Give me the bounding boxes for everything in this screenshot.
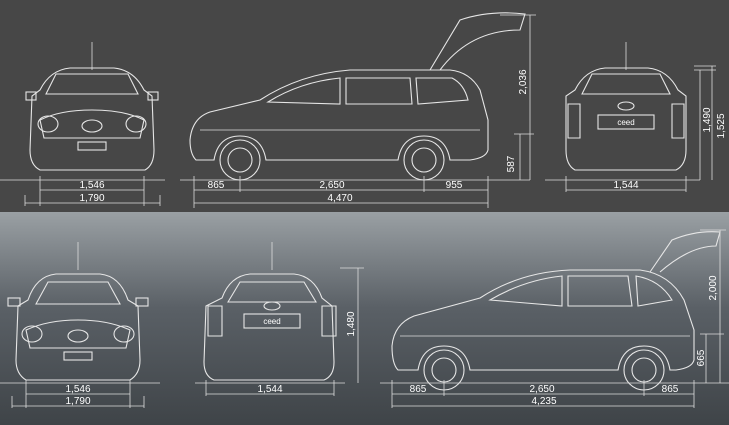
wagon-rear-overhang: 955 bbox=[446, 180, 463, 191]
hatch-rear-dimensions bbox=[195, 267, 364, 396]
hatch-front-dimensions bbox=[0, 380, 160, 408]
wagon-rear-badge: ceed bbox=[617, 118, 634, 127]
hatch-wheelbase: 2,650 bbox=[529, 384, 554, 395]
hatch-ground-height: 665 bbox=[696, 349, 707, 366]
hatch-rear-height: 1,480 bbox=[346, 311, 357, 336]
wagon-front-track: 1,546 bbox=[79, 180, 104, 191]
wagon-side-dimensions bbox=[180, 14, 536, 208]
hatch-front-overhang: 865 bbox=[410, 384, 427, 395]
hatch-rear-view bbox=[203, 242, 337, 381]
wagon-ground-height: 587 bbox=[506, 155, 517, 172]
wagon-front-overhang: 865 bbox=[208, 180, 225, 191]
hatch-rear-track: 1,544 bbox=[257, 384, 282, 395]
wagon-wheelbase: 2,650 bbox=[319, 180, 344, 191]
wagon-rear-height-a: 1,490 bbox=[702, 107, 713, 132]
wagon-front-width: 1,790 bbox=[79, 193, 104, 204]
hatch-front-width: 1,790 bbox=[65, 396, 90, 407]
hatch-rear-overhang: 865 bbox=[662, 384, 679, 395]
wagon-side-view bbox=[189, 12, 526, 181]
hatch-rear-badge: ceed bbox=[263, 317, 280, 326]
wagon-open-height: 2,036 bbox=[518, 69, 529, 94]
wagon-rear-view bbox=[565, 42, 687, 171]
wagon-front-dimensions bbox=[0, 176, 165, 206]
top-panel-wagon bbox=[0, 0, 729, 212]
hatch-length: 4,235 bbox=[531, 396, 556, 407]
wagon-front-view bbox=[25, 42, 159, 171]
wagon-length: 4,470 bbox=[327, 193, 352, 204]
wagon-rear-dimensions bbox=[545, 65, 716, 192]
wagon-rear-height-b: 1,525 bbox=[716, 113, 727, 138]
hatch-front-track: 1,546 bbox=[65, 384, 90, 395]
wagon-rear-track: 1,544 bbox=[613, 180, 638, 191]
hatch-front-view bbox=[7, 242, 149, 381]
hatch-side-dimensions bbox=[380, 229, 729, 408]
hatch-open-height: 2,000 bbox=[708, 275, 719, 300]
hatch-side-view bbox=[391, 231, 721, 391]
bottom-panel-hatchback bbox=[0, 212, 729, 425]
